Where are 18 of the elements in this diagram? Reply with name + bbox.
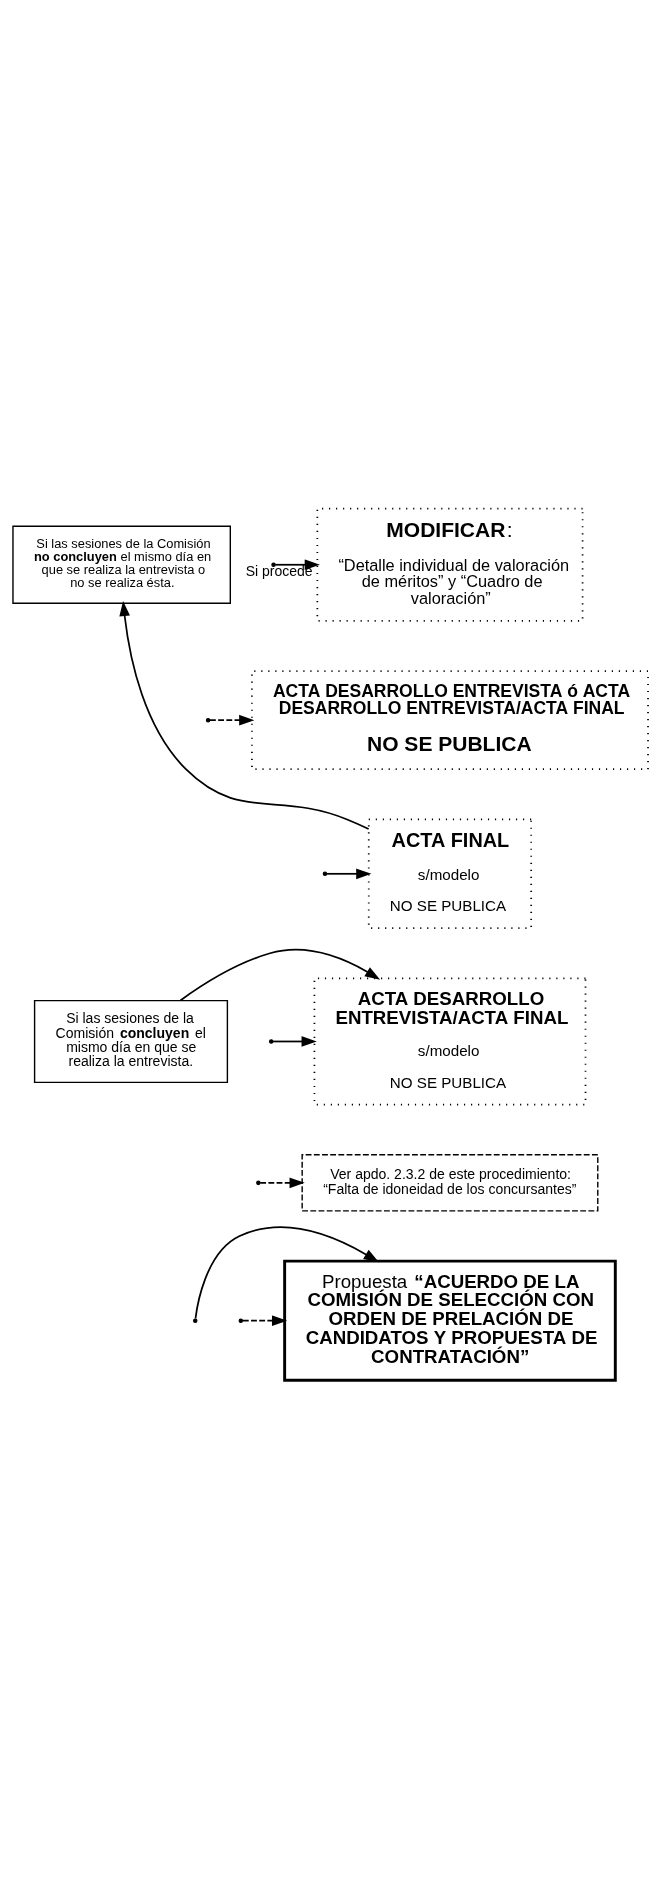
- node-box: Si las sesiones de la Comisión no concluyen el mismo día en que se realiza la entrevista o no se realiza ésta.: [12, 525, 231, 604]
- arrow: [179, 948, 381, 1001]
- arrow: [242, 1314, 288, 1326]
- node-box: ACTA DESARROLLO ENTREVISTA/ACTA FINAL s/modelo NO SE PUBLICA: [313, 977, 587, 1105]
- node-box: Si las sesiones de la Comisión concluyen el mismo día en que se realiza la entrevista.: [33, 999, 229, 1083]
- arrow: [272, 1035, 317, 1047]
- arrow: [119, 600, 370, 830]
- edge-label: Si procede: [245, 562, 313, 579]
- arrow: [209, 714, 255, 725]
- node-box: ACTA FINAL s/modelo NO SE PUBLICA: [367, 818, 533, 929]
- arrow: [326, 868, 372, 879]
- node-box: ACTA DESARROLLO ENTREVISTA ó ACTA DESARROLLO ENTREVISTA/ACTA FINAL NO SE PUBLICA: [251, 669, 649, 770]
- arrow: [194, 1225, 379, 1319]
- node-box: MODIFICAR: “Detalle individual de valoración de méritos” y “Cuadro de valoración”: [316, 507, 584, 622]
- arrow: [259, 1177, 305, 1188]
- node-box: Ver apdo. 2.3.2 de este procedimiento: “Falta de idoneidad de los concursantes”: [301, 1153, 599, 1212]
- node-box: Propuesta “ACUERDO DE LA COMISIÓN DE SELECCIÓN CON ORDEN DE PRELACIÓN DE CANDIDATOS Y PROPUESTA DE CONTRATACIÓN”: [283, 1259, 617, 1382]
- arrow: [274, 558, 320, 570]
